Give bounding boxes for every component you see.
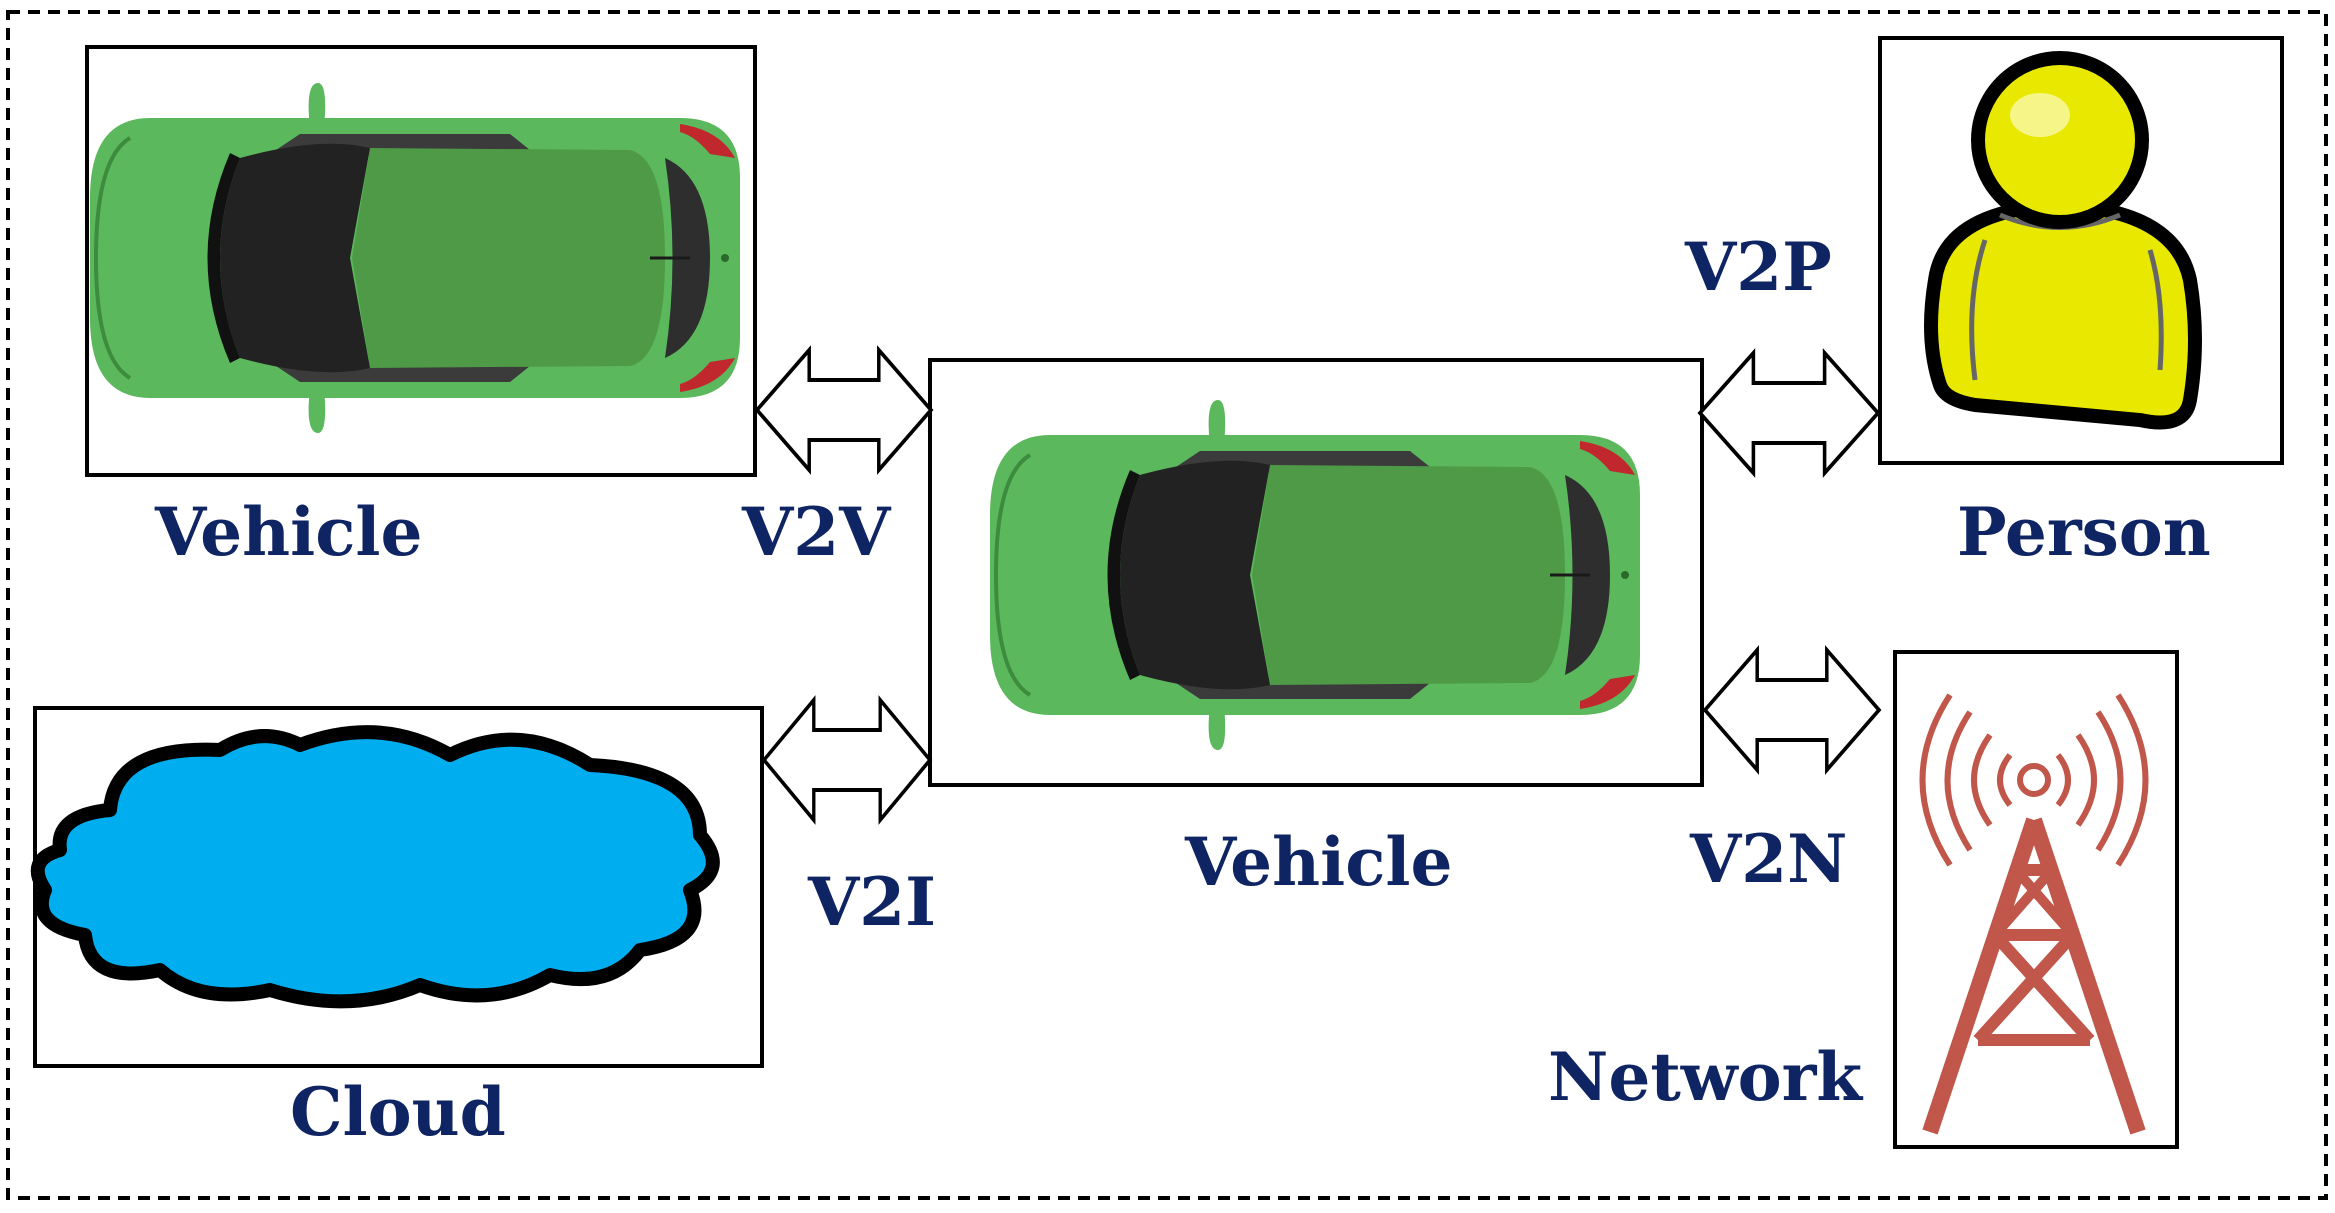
- v2n-label: V2N: [1689, 820, 1847, 898]
- v2v-label: V2V: [741, 493, 892, 571]
- cell-tower-icon: [1919, 693, 2149, 1135]
- double-headed-arrow-icon: [762, 698, 932, 822]
- cloud-label: Cloud: [290, 1073, 506, 1151]
- double-headed-arrow-icon: [755, 348, 933, 472]
- v2i-label: V2I: [807, 863, 936, 941]
- outer-frame: [6, 10, 2328, 1200]
- network-label: Network: [1548, 1038, 1863, 1116]
- person-label: Person: [1957, 493, 2211, 571]
- vehicle-center-label: Vehicle: [1184, 823, 1452, 901]
- car-top-view-icon: [88, 81, 742, 435]
- double-headed-arrow-icon: [1703, 648, 1881, 772]
- double-headed-arrow-icon: [1698, 351, 1880, 475]
- vehicle-left-label: Vehicle: [154, 493, 422, 571]
- v2p-label: V2P: [1684, 228, 1832, 306]
- cloud-icon: [30, 725, 720, 1009]
- car-top-view-icon: [988, 398, 1642, 752]
- person-icon: [1924, 51, 2202, 430]
